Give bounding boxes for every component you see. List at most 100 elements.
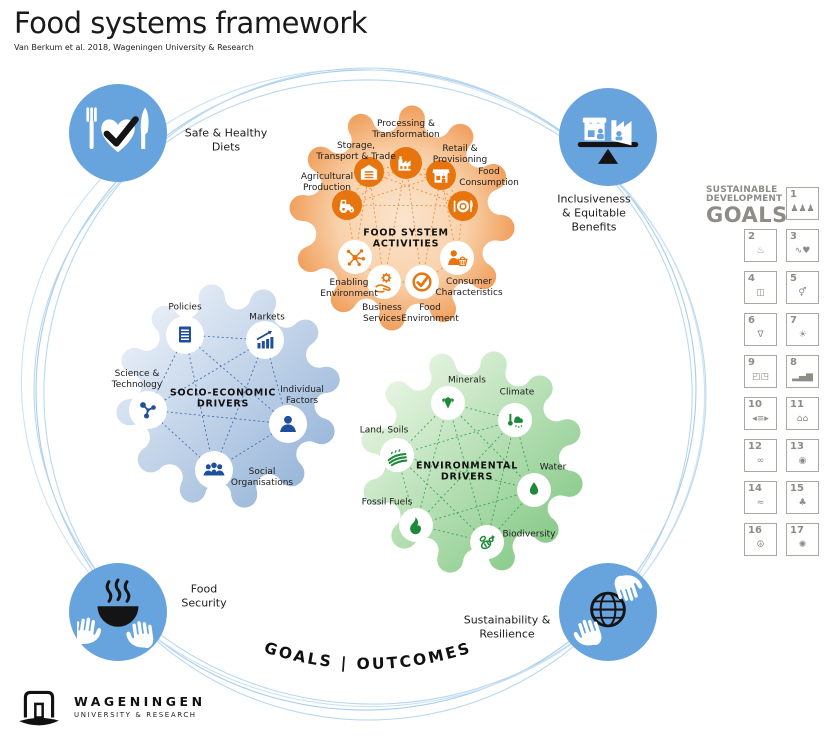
sdg-tile-16: 16☮ (744, 523, 777, 556)
hands-holding-bowl-icon (77, 578, 155, 651)
label-consumer-characteristics: Consumer Characteristics (435, 277, 503, 298)
node-consumer-characteristics (440, 241, 474, 275)
factory-icon (397, 155, 411, 171)
title-environmental-drivers: ENVIRONMENTAL DRIVERS (415, 460, 519, 483)
node-retail (426, 160, 456, 190)
person-basket-icon (448, 250, 468, 267)
sdg-tile-17: 17 ✺ (786, 523, 819, 556)
sdg-tile-1: 1 ♟♟♟ (786, 187, 819, 220)
sdg-tile-14: 14≈ (744, 481, 777, 514)
label-retail: Retail & Provisioning (432, 144, 488, 165)
sdg-tile-9: 9 ◰◳ (744, 355, 777, 388)
label-food-consumption: Food Consumption (459, 167, 519, 188)
label-markets: Markets (249, 312, 285, 323)
node-policies (166, 316, 204, 354)
sdg-number: 16 (748, 525, 762, 536)
sdg-number: 1 (790, 189, 797, 200)
hunger-bowl-icon: ♨ (756, 245, 765, 256)
industry-innovation-icon: ◰◳ (751, 371, 769, 382)
goals-outcomes-banner: GOALS | OUTCOMES (262, 639, 474, 674)
wageningen-logo-text: WAGENINGEN UNIVERSITY & RESEARCH (74, 694, 206, 719)
node-storage-transport (354, 157, 384, 187)
node-biodiversity (470, 525, 504, 559)
label-processing: Processing & Transformation (372, 119, 440, 140)
label-science-technology: Science & Technology (111, 369, 163, 390)
sdg-number: 15 (790, 483, 804, 494)
sdg-number: 7 (790, 315, 797, 326)
label-storage-transport: Storage, Transport & Trade (316, 141, 396, 162)
logo-subtitle: UNIVERSITY & RESEARCH (74, 710, 197, 719)
node-climate (498, 403, 532, 437)
education-book-icon: ◫ (756, 287, 765, 298)
node-food-environment (405, 265, 439, 299)
sdg-number: 14 (748, 483, 762, 494)
energy-sun-icon: ☀ (798, 329, 807, 340)
header: Food systems framework Van Berkum et al.… (14, 6, 368, 52)
sdg-number: 9 (748, 357, 755, 368)
sdg-tile-2: 2♨ (744, 229, 777, 262)
sdg-tile-7: 7☀ (786, 313, 819, 346)
label-minerals: Minerals (448, 375, 486, 386)
node-enabling-environment (338, 240, 372, 274)
clean-water-icon: ∇ (757, 329, 764, 340)
plate-cutlery-icon (453, 200, 473, 213)
page-title: Food systems framework (14, 6, 368, 40)
node-processing (390, 147, 422, 179)
field-furrows-icon (387, 449, 408, 467)
life-on-land-tree-icon: ♣ (798, 497, 807, 508)
health-heartbeat-icon: ∿♥ (794, 245, 811, 256)
label-land-soils: Land, Soils (359, 425, 409, 436)
molecule-icon (140, 402, 156, 419)
gender-equality-icon: ⚥ (798, 287, 807, 298)
person-icon (280, 415, 296, 432)
sdg-tile-12: 12 ∞ (744, 439, 777, 472)
consumption-loop-icon: ∞ (756, 455, 765, 466)
node-minerals (431, 386, 465, 420)
wageningen-logo: WAGENINGEN UNIVERSITY & RESEARCH (16, 684, 206, 728)
sdg-tile-6: 6∇ (744, 313, 777, 346)
flame-icon (410, 517, 421, 535)
title-food-system-activities: FOOD SYSTEM ACTIVITIES (363, 227, 449, 250)
shop-factory-balance-icon (577, 117, 639, 164)
label-climate: Climate (499, 387, 535, 398)
sdg-tile-11: 11⌂⌂ (786, 397, 819, 430)
people-icon: ♟♟♟ (790, 203, 815, 214)
sdg-number: 8 (790, 357, 797, 368)
bee-icon (479, 535, 495, 550)
sdg-number: 17 (790, 525, 804, 536)
label-individual-factors: Individual Factors (280, 385, 324, 406)
gem-icon (441, 396, 455, 409)
sdg-grid: 1♟♟♟ 2♨ 3∿♥ 4◫ 5⚥ 6∇ 7☀ 9◰◳ 8▂▄▆ 10◂≡▸ 1… (744, 187, 819, 556)
sdg-number: 4 (748, 273, 755, 284)
outcome-inclusiveness (559, 88, 657, 186)
sdg-number: 12 (748, 441, 762, 452)
sdg-number: 6 (748, 315, 755, 326)
sdg-number: 11 (790, 399, 804, 410)
sdg-logo: SUSTAINABLE DEVELOPMENT GOALS (706, 186, 788, 227)
climate-eye-icon: ◉ (798, 455, 807, 466)
label-social-organisations: Social Organisations (230, 467, 294, 488)
label-agricultural-production: Agricultural Production (300, 172, 354, 193)
sdg-number: 13 (790, 441, 804, 452)
outcome-sustainability (559, 563, 657, 661)
title-socioeconomic-drivers: SOCIO-ECONOMIC DRIVERS (169, 387, 277, 410)
logo-name: WAGENINGEN (74, 693, 206, 709)
label-fossil-fuels: Fossil Fuels (361, 497, 413, 508)
label-food-environment: Food Environment (401, 303, 459, 324)
node-business-services (367, 265, 401, 299)
partnerships-icon: ✺ (798, 539, 807, 550)
thermometer-cloud-icon (507, 413, 523, 428)
label-business-services: Business Services (362, 303, 402, 324)
node-water (517, 473, 551, 507)
sdg-header-line3: GOALS (706, 203, 788, 227)
label-policies: Policies (168, 302, 202, 313)
sdg-tile-3: 3∿♥ (786, 229, 819, 262)
node-fossil-fuels (399, 508, 433, 542)
node-agricultural-production (332, 190, 362, 220)
node-food-consumption (448, 191, 478, 221)
label-enabling-environment: Enabling Environment (320, 278, 378, 299)
sdg-number: 10 (748, 399, 762, 410)
shop-icon (432, 169, 450, 183)
network-hub-icon (346, 249, 366, 267)
